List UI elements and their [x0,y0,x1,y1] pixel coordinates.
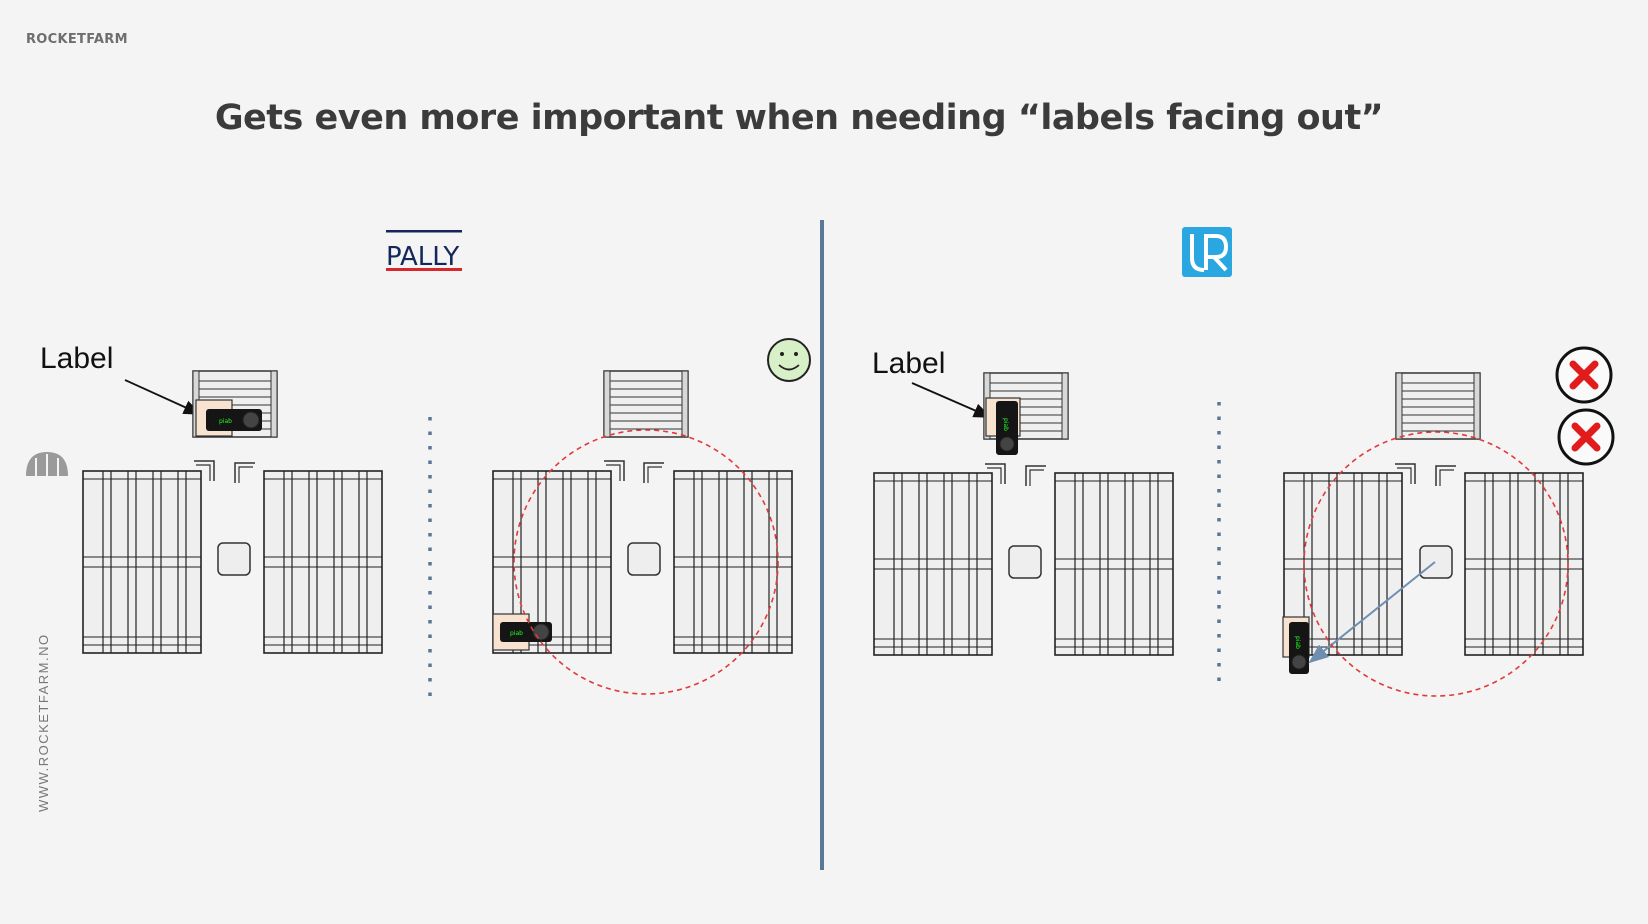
corner-guide [234,462,256,484]
label-arrow [911,382,992,418]
brand-name: ROCKETFARM [26,32,128,47]
rocketfarm-side-icon [26,452,68,476]
gripper: piab [1282,616,1310,674]
pally-scene-1: Label piab [40,342,383,654]
reach-arrow [1308,561,1436,664]
smiley-face-icon [767,338,811,382]
conveyor [1395,372,1481,440]
pally-label-text: Label [40,342,113,375]
pallet-right [263,470,383,654]
gripper: piab [195,399,262,437]
pallet-right [673,470,793,654]
red-x-icon [1559,410,1613,464]
gripper-text: piab [219,418,232,425]
reach-circle [1303,431,1569,697]
gripper-text: piab [1002,418,1009,431]
ur-scene-2: piab [1282,348,1613,697]
robot-base [217,542,251,576]
ur-label-text: Label [872,347,945,380]
red-x-icon [1557,348,1611,402]
gripper-text: piab [510,630,523,637]
pally-logo-text: PALLY [386,242,459,272]
ur-logo: UR [1182,227,1232,277]
gripper: piab [985,397,1021,455]
robot-base [627,542,661,576]
pallet-right [1054,472,1174,656]
pallet-right [1464,472,1584,656]
gripper: piab [492,613,552,651]
corner-guide [643,462,665,484]
pallet-left [82,470,202,654]
ur-scene-1: Label piab [872,347,1174,656]
gripper-text: piab [1294,636,1301,649]
robot-base [1419,545,1453,579]
corner-guide [1435,465,1457,487]
robot-base [1008,545,1042,579]
pally-logo: PALLY [386,230,462,272]
slide-title: Gets even more important when needing “l… [214,98,1384,138]
pallet-left [873,472,993,656]
conveyor [603,370,689,438]
corner-guide [1025,465,1047,487]
label-arrow [124,379,202,415]
reach-circle [513,429,779,695]
pally-scene-2: piab [492,338,811,695]
